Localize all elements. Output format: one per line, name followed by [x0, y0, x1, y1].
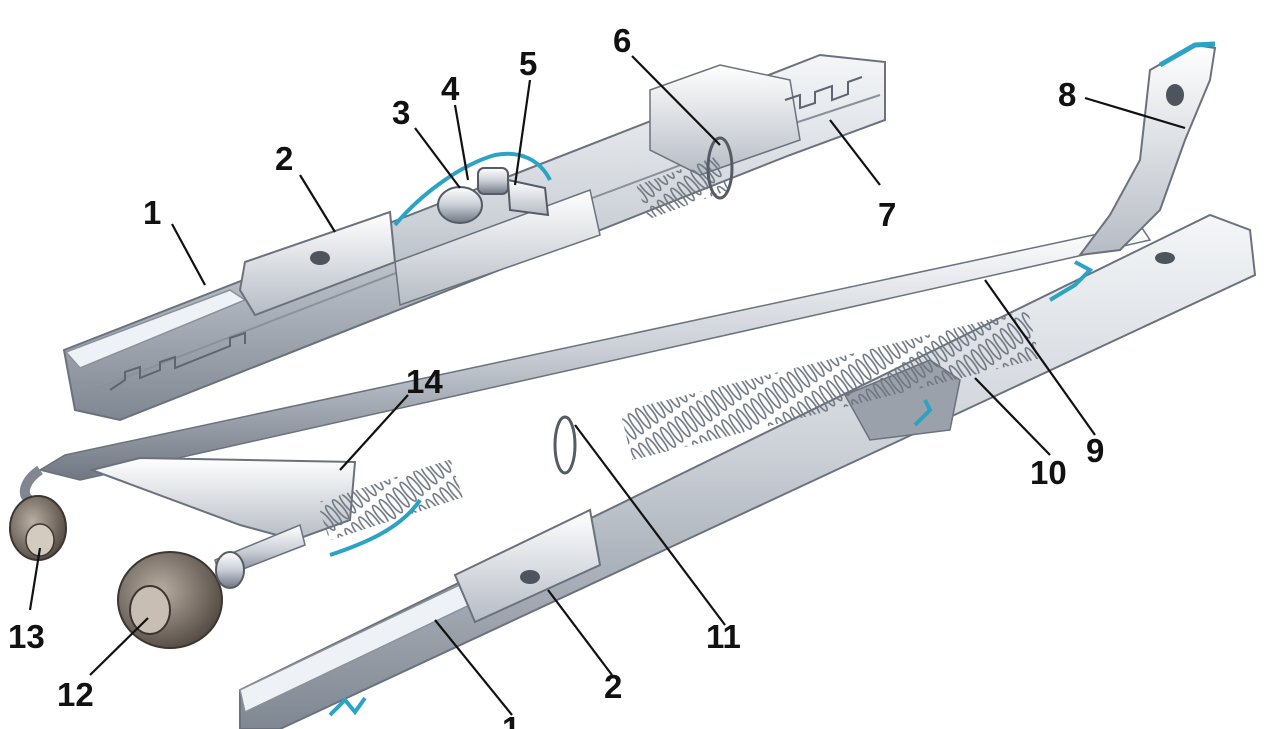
- spring-clip: [706, 136, 734, 200]
- callout-3: 3: [392, 94, 410, 131]
- lower-teal-wire: [328, 696, 367, 717]
- upper-teal-cable: [393, 151, 552, 227]
- callout-5: 5: [519, 45, 537, 82]
- leader-9: [984, 279, 1096, 436]
- callout-14: 14: [406, 363, 443, 400]
- leader-13: [28, 547, 42, 611]
- callout-6: 6: [613, 22, 631, 59]
- upper-cover-plate: [394, 188, 601, 307]
- callout-10: 10: [1030, 454, 1067, 491]
- callout-11: 11: [706, 618, 741, 655]
- latch-roller: [437, 186, 483, 224]
- leader-7: [829, 119, 881, 186]
- leader-4: [453, 104, 470, 181]
- leader-3: [414, 127, 461, 189]
- callout-2a: 2: [275, 140, 293, 177]
- leader-10: [974, 377, 1051, 456]
- upper-rear-plate: [649, 64, 801, 176]
- latch-pin: [477, 167, 509, 195]
- bracket-hole: [1166, 84, 1184, 106]
- callout-13: 13: [8, 618, 45, 655]
- rear-teal-clip: [1048, 260, 1094, 302]
- callout-labels: 1 2 3 4 5 6 7 8 9 10 11 12 13 14 2 1: [8, 22, 1104, 729]
- callout-1a: 1: [143, 194, 161, 231]
- leader-1b: [434, 619, 513, 716]
- leader-8: [1084, 96, 1186, 130]
- leader-6: [631, 55, 721, 146]
- release-rod-assembly: [19, 41, 1217, 505]
- leader-1a: [171, 223, 206, 286]
- knob-large: [117, 551, 245, 649]
- upper-rear-slots: [784, 76, 863, 110]
- callout-4: 4: [441, 70, 460, 107]
- lower-teal-clip: [913, 399, 933, 427]
- callout-7: 7: [878, 196, 896, 233]
- leader-2a: [299, 174, 336, 233]
- lower-plate-hole: [520, 570, 540, 584]
- leader-12: [89, 617, 149, 676]
- lever-plate: [88, 456, 357, 542]
- adjuster-clip: [553, 415, 577, 475]
- upper-plate-hole: [310, 251, 330, 265]
- lower-rail-hole-rear: [1155, 252, 1175, 264]
- leader-lines: [28, 55, 1186, 716]
- leader-14: [339, 394, 409, 471]
- leader-5: [513, 79, 532, 186]
- adjuster-mechanism: [88, 309, 1040, 579]
- long-spring: [620, 309, 1040, 461]
- upper-rail-notches: [109, 331, 246, 391]
- callout-12: 12: [57, 676, 94, 713]
- callout-8: 8: [1058, 76, 1076, 113]
- bracket-teal-edge: [1158, 41, 1216, 68]
- lower-slider-plate: [453, 508, 602, 624]
- latch-lever: [506, 178, 550, 217]
- callout-2b: 2: [604, 668, 622, 705]
- upper-rail-assembly: [62, 53, 886, 422]
- upper-spring: [636, 156, 729, 220]
- callout-1b: 1: [502, 710, 520, 729]
- leader-2b: [547, 589, 613, 676]
- front-spring: [317, 459, 463, 541]
- leader-11: [574, 424, 726, 626]
- release-rod: [38, 224, 1152, 481]
- adjuster-teal-wire: [329, 498, 422, 557]
- knob-small: [9, 495, 67, 561]
- callout-9: 9: [1086, 432, 1104, 469]
